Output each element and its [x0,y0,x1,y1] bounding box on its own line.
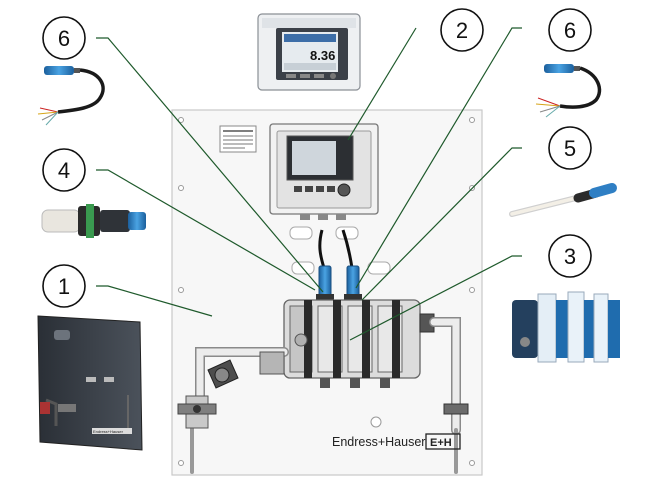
panel-thumbnail: Endress+Hauser [37,315,143,451]
flow-regulator [207,351,285,389]
panel-controller [269,123,379,215]
callout-3-label: 3 [564,244,576,269]
leader-lines [96,27,522,341]
callout-2: 2 [440,8,484,52]
callout-6-right-label: 6 [564,18,576,43]
callout-6-right: 6 [548,8,592,52]
callout-6-left-label: 6 [58,26,70,51]
callout-5-label: 5 [564,136,576,161]
callout-1: 1 [42,264,86,308]
callout-4: 4 [42,148,86,192]
flow-assembly [283,299,435,388]
piping [190,317,461,474]
callout-4-label: 4 [58,158,70,183]
callout-5: 5 [548,126,592,170]
thumbnail-brand: Endress+Hauser [93,429,124,434]
display-value: 8.36 [310,48,335,63]
sensor-with-cable-left [37,66,105,126]
sensor-probe-left [41,204,146,238]
brand-name: Endress+Hauser [332,435,425,449]
sensor-cables [318,229,354,269]
callout-6-left: 6 [42,16,86,60]
transmitter-device: 8.36 [257,13,361,91]
callout-3: 3 [548,234,592,278]
sensor-with-cable-right [535,64,602,118]
inlet-valve [177,395,469,429]
flow-meter-assembly [512,291,620,363]
mounted-sensors [316,265,362,302]
label-plate [219,125,257,153]
panel-branding: Endress+Hauser E+H [332,433,461,450]
callout-1-label: 1 [58,274,70,299]
brand-logo: E+H [430,437,452,449]
cable-glands [300,214,346,220]
callout-2-label: 2 [456,18,468,43]
glass-electrode [509,183,617,217]
